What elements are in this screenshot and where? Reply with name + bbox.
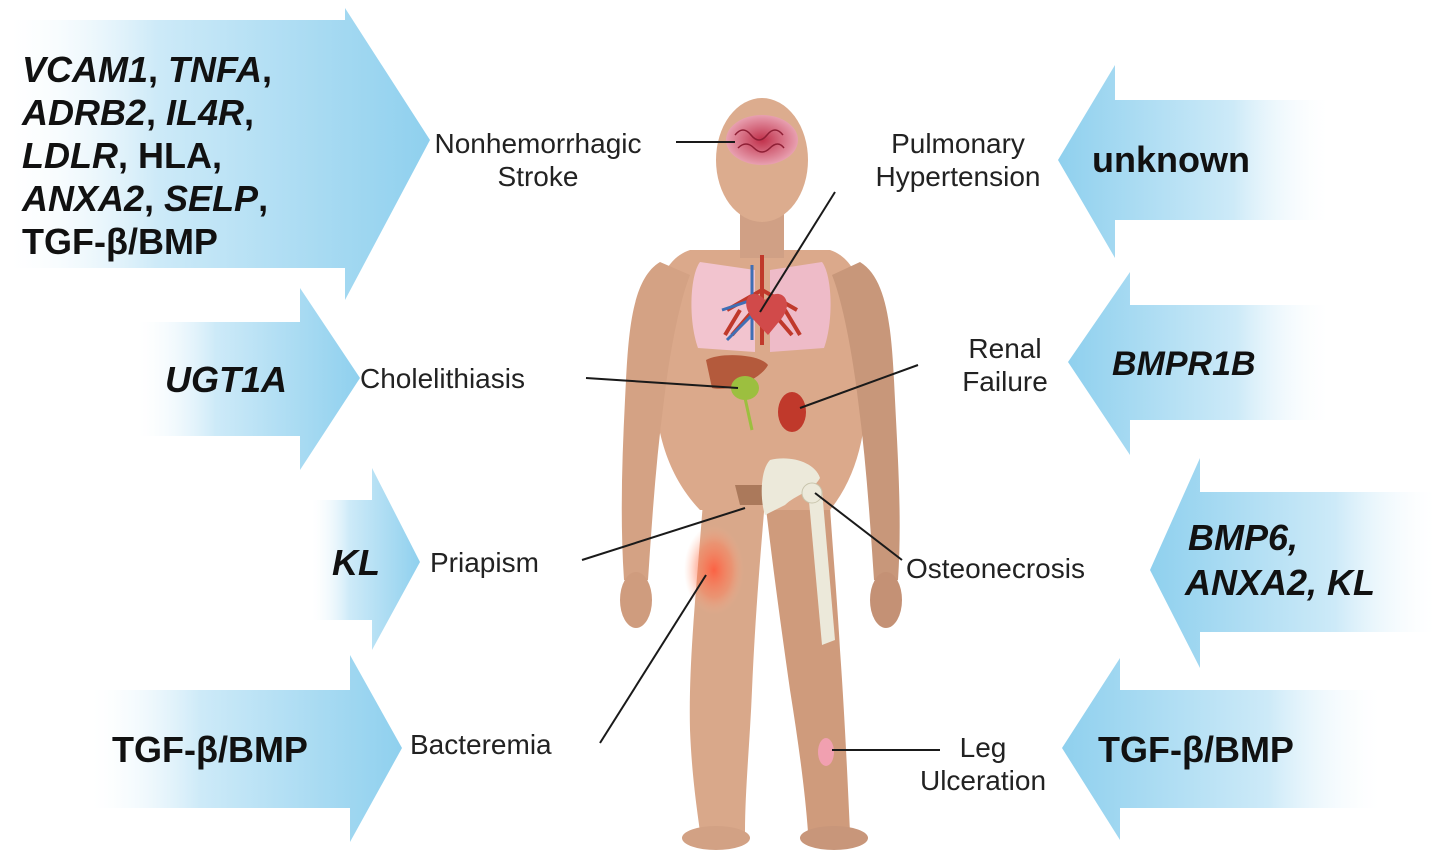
label-osteonecrosis: Osteonecrosis xyxy=(906,553,1085,584)
label-cholelithiasis: Cholelithiasis xyxy=(360,363,525,394)
label-leg-line1: Leg xyxy=(960,732,1007,763)
label-renal-line2: Failure xyxy=(962,366,1048,397)
stroke-genes-line1: VCAM1, TNFA, xyxy=(22,49,272,90)
arrow-stroke-genes: VCAM1, TNFA, ADRB2, IL4R, LDLR, HLA, ANX… xyxy=(10,8,430,300)
label-pulmonary-line2: Hypertension xyxy=(876,161,1041,192)
stroke-genes-line2: ADRB2, IL4R, xyxy=(21,92,254,133)
label-leg-line2: Ulceration xyxy=(920,765,1046,796)
arrow-priapism-genes: KL xyxy=(312,468,420,650)
leg-gene: TGF-β/BMP xyxy=(1098,729,1294,770)
label-stroke-line1: Nonhemorrhagic xyxy=(435,128,642,159)
leg-ulcer-icon xyxy=(818,738,834,766)
osteonecrosis-genes-line1: BMP6, xyxy=(1188,517,1298,558)
arrow-bacteremia-genes: TGF-β/BMP xyxy=(92,655,402,842)
lungs-icon xyxy=(691,262,755,352)
label-stroke-line2: Stroke xyxy=(498,161,579,192)
kidney-icon xyxy=(778,392,806,432)
inflammation-icon xyxy=(684,525,744,615)
bacteremia-gene: TGF-β/BMP xyxy=(112,729,308,770)
renal-gene: BMPR1B xyxy=(1112,345,1256,383)
label-bacteremia: Bacteremia xyxy=(410,729,552,760)
priapism-gene: KL xyxy=(332,542,380,583)
stroke-genes-line4: ANXA2, SELP, xyxy=(21,178,268,219)
label-priapism: Priapism xyxy=(430,547,539,578)
human-figure xyxy=(620,98,902,850)
stroke-genes-line5: TGF-β/BMP xyxy=(22,221,218,262)
cholelithiasis-gene: UGT1A xyxy=(165,359,287,400)
label-pulmonary-line1: Pulmonary xyxy=(891,128,1025,159)
arrow-cholelithiasis-genes: UGT1A xyxy=(138,288,360,470)
pulmonary-gene: unknown xyxy=(1092,139,1250,180)
arrow-pulmonary-genes: unknown xyxy=(1058,65,1328,258)
arrow-osteonecrosis-genes: BMP6, ANXA2, KL xyxy=(1150,458,1435,668)
stroke-genes-line3: LDLR, HLA, xyxy=(22,135,222,176)
label-renal-line1: Renal xyxy=(968,333,1041,364)
arrow-renal-genes: BMPR1B xyxy=(1068,272,1328,455)
osteonecrosis-genes-line2: ANXA2, KL xyxy=(1184,562,1375,603)
arrow-leg-genes: TGF-β/BMP xyxy=(1062,658,1380,840)
